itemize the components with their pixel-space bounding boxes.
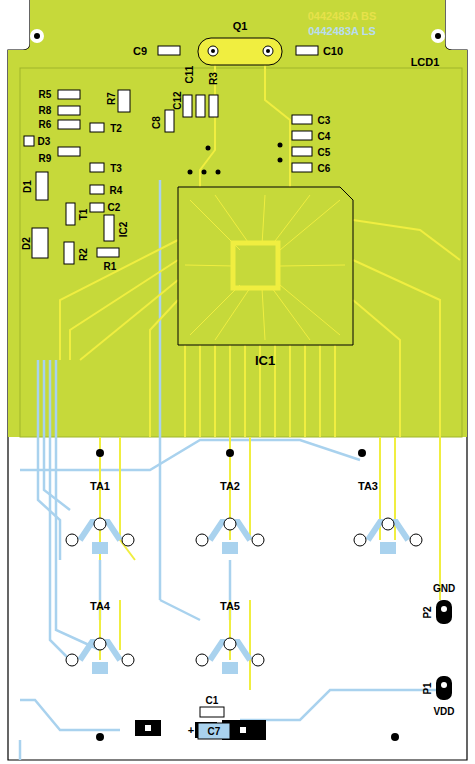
part-label: TA2 (220, 481, 240, 492)
part-label: TA4 (90, 601, 110, 612)
part-label: P1 (421, 682, 432, 694)
part-label: IC1 (255, 355, 275, 366)
part-label: T3 (110, 163, 122, 174)
part-label: Q1 (233, 21, 248, 32)
part-label: D2 (20, 237, 31, 250)
part-label: R6 (39, 119, 52, 130)
part-label: C4 (318, 131, 331, 142)
part-label: 0442483A BS (308, 11, 377, 22)
part-label: 0442483A LS (308, 26, 375, 37)
part-label: C3 (318, 115, 331, 126)
part-label: P2 (421, 606, 432, 618)
part-label: D1 (21, 180, 32, 193)
part-label: TA5 (220, 601, 240, 612)
part-label: D3 (38, 136, 51, 147)
part-label: R7 (105, 92, 116, 105)
part-label: R1 (104, 261, 117, 272)
part-label: R2 (77, 248, 88, 261)
part-label: R3 (207, 72, 218, 85)
part-label: R8 (39, 105, 52, 116)
part-label: C1 (206, 695, 219, 706)
part-label: R9 (39, 153, 52, 164)
part-label: LCD1 (411, 57, 440, 68)
part-label: C9 (133, 46, 147, 57)
part-label: T1 (78, 208, 89, 220)
part-label: R5 (39, 89, 52, 100)
part-label: C2 (108, 202, 121, 213)
part-label: C7 (208, 726, 221, 737)
part-label: C12 (171, 91, 182, 109)
part-label: C10 (323, 46, 343, 57)
part-label: IC2 (119, 221, 130, 237)
part-label: TA1 (90, 481, 110, 492)
part-label: VDD (433, 706, 454, 717)
part-label: TA3 (358, 481, 378, 492)
part-label: GND (433, 583, 455, 594)
part-label: C8 (150, 116, 161, 129)
part-label: T2 (110, 123, 122, 134)
part-label: C11 (184, 65, 195, 83)
part-label: R4 (110, 185, 123, 196)
part-label: + (188, 725, 194, 736)
part-label: C5 (318, 147, 331, 158)
part-label: C6 (318, 163, 331, 174)
